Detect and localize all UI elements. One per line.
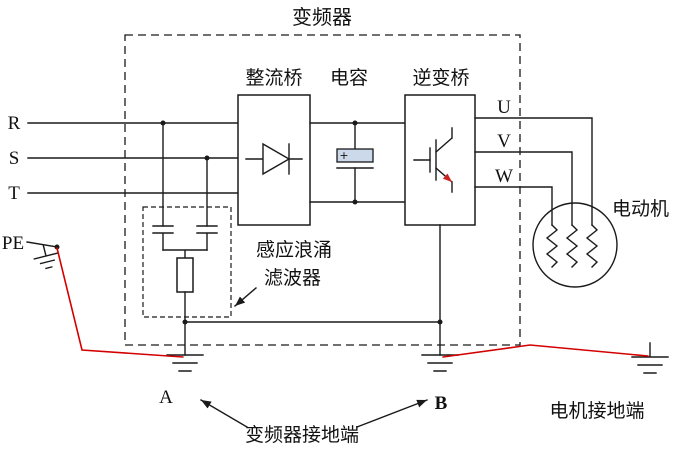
terminal-pe-label: PE [2,233,24,254]
capacitor-label: 电容 [330,67,368,89]
motor-winding-2 [565,224,579,268]
motor-ground-symbol [631,342,669,374]
junction-dot [160,120,166,126]
terminal-t-label: T [8,183,20,204]
inverter-label: 逆变桥 [412,67,469,89]
rectifier-label: 整流桥 [245,67,302,89]
diagram-title: 变频器 [292,5,352,29]
igbt-symbol [413,127,453,193]
motor [532,202,618,288]
terminal-u-label: U [497,97,511,118]
terminal-s-label: S [9,148,20,169]
igbt-emitter-arrow [442,173,452,182]
terminal-r-label: R [8,113,21,134]
phase-v-wire [474,151,573,226]
dc-capacitor-plate [336,148,374,163]
filter-label-line2: 滤波器 [264,267,321,289]
pe-wire [26,241,58,248]
terminal-a-label: A [159,387,173,408]
arrow-to-filter-box [234,287,257,307]
motor-winding-1 [545,224,559,268]
arrow-to-ground-a [200,399,248,428]
phase-u-wire [474,117,593,226]
ground-symbol-a [166,354,204,372]
motor-label: 电动机 [612,198,669,220]
terminal-b-label: B [435,393,448,414]
surge-filter-box [142,206,232,318]
input-phase-wires [26,122,239,248]
junction-dot [182,319,188,325]
arrow-to-ground-b [356,399,428,428]
junction-dot [352,199,358,205]
phase-w-wire [474,186,553,226]
ground-symbol-b [421,354,459,372]
filter-capacitor-1 [152,225,174,251]
output-phase-wires [474,117,593,226]
motor-circle [532,202,618,288]
inverter-bridge [404,94,476,226]
rectifier-bridge [237,94,311,226]
terminal-v-label: V [497,131,511,152]
converter-ground-label: 变频器接地端 [245,424,359,446]
capacitor-polarity-mark: + [339,149,348,162]
converter-dashed-box [124,34,521,346]
junction-dot [437,319,443,325]
motor-winding-3 [585,224,599,268]
junction-dot [204,155,210,161]
ground-bond-wire-left [56,247,184,358]
dc-bus: + [309,120,406,205]
pe-ground-symbol [33,244,59,270]
pe-junction-dot [54,244,60,250]
diode-symbol [262,142,291,176]
filter-resistor [176,257,194,293]
motor-ground-label: 电机接地端 [549,400,644,422]
filter-capacitor-2 [196,225,218,251]
surge-filter-internals [152,120,218,356]
ground-rails [182,224,443,356]
junction-dot [352,120,358,126]
filter-label-line1: 感应浪涌 [256,239,332,261]
terminal-w-label: W [495,166,513,187]
filter-join [162,249,208,259]
ground-bond-wire-right [442,344,649,358]
